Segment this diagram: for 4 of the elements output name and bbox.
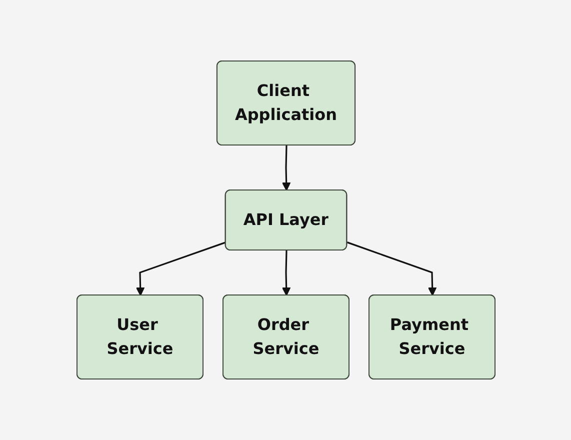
arrow [346,242,436,296]
arrow [135,242,226,296]
arrow [281,145,290,191]
arrow [281,250,290,296]
